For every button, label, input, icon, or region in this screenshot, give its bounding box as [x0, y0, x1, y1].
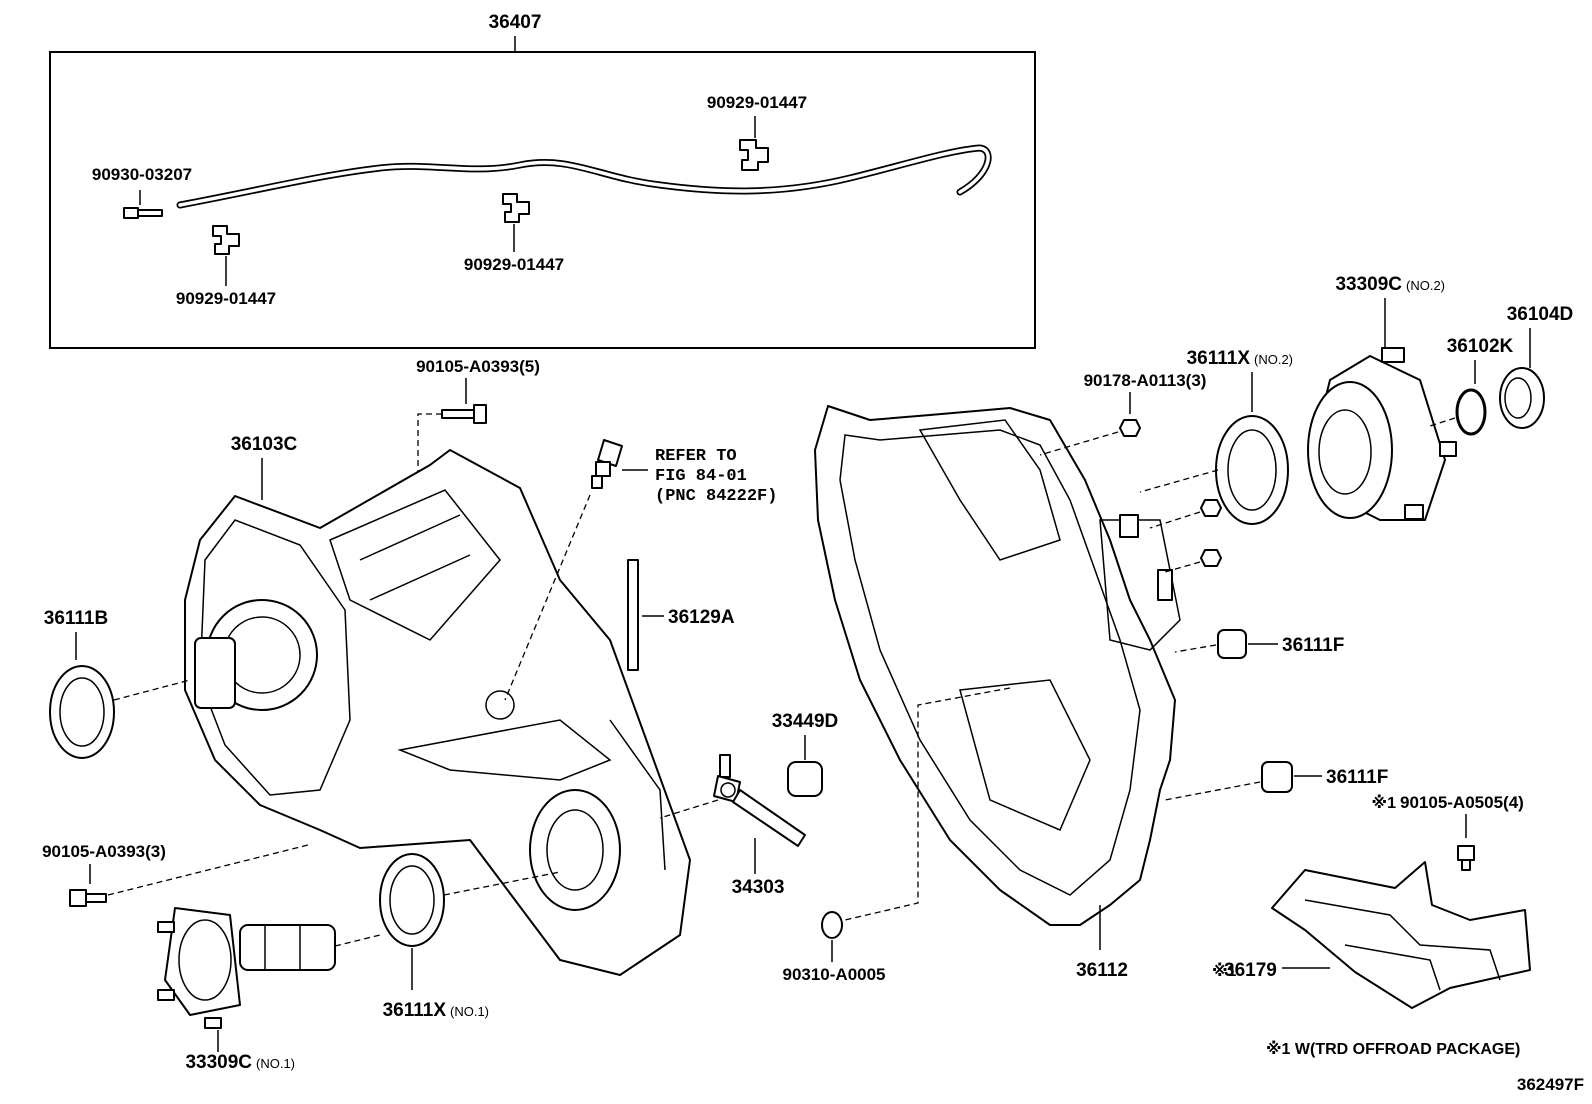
- straight-pin-icon[interactable]: [627, 559, 639, 671]
- hose-clamp-middle-icon[interactable]: [502, 193, 530, 223]
- label-90105-a0505-4[interactable]: 90105-A0505(4): [1400, 793, 1524, 812]
- bearing-36104d-icon[interactable]: [1499, 367, 1545, 429]
- snap-ring-36102k-icon[interactable]: [1455, 388, 1487, 436]
- label-90105-a0505-mark[interactable]: ※1: [1372, 794, 1397, 812]
- oil-seal-36111x-no2-icon[interactable]: [1215, 415, 1289, 525]
- label-36179-mark[interactable]: ※1: [1212, 962, 1237, 980]
- label-36111x-no2[interactable]: 36111X: [1187, 348, 1251, 369]
- label-90930-03207[interactable]: 90930-03207: [92, 165, 192, 184]
- nut-top-icon[interactable]: [1119, 419, 1141, 437]
- bushing-36111f-lower-icon[interactable]: [1261, 761, 1293, 793]
- dash-34303: [659, 799, 719, 819]
- label-90929-01447-middle[interactable]: 90929-01447: [464, 255, 564, 274]
- label-33449d[interactable]: 33449D: [772, 711, 839, 732]
- label-90929-01447-left[interactable]: 90929-01447: [176, 289, 276, 308]
- footnote-trd-offroad: ※1 W(TRD OFFROAD PACKAGE): [1266, 1040, 1520, 1058]
- bolt-left-icon[interactable]: [69, 889, 107, 907]
- label-36111f-upper[interactable]: 36111F: [1282, 635, 1344, 656]
- label-90310-a0005[interactable]: 90310-A0005: [782, 965, 885, 984]
- refer-line-3[interactable]: (PNC 84222F): [655, 487, 777, 506]
- label-90929-01447-right[interactable]: 90929-01447: [707, 93, 807, 112]
- speed-sensor-34303-icon[interactable]: [713, 754, 806, 847]
- transfer-case-front[interactable]: [184, 449, 691, 976]
- companion-flange-no1-icon[interactable]: [157, 907, 336, 1029]
- dash-plug: [844, 687, 1011, 921]
- label-33309c-no2-suffix[interactable]: (NO.2): [1406, 278, 1445, 293]
- skid-plate-bolt-icon[interactable]: [1457, 845, 1475, 871]
- label-33309c-no2[interactable]: 33309C: [1335, 274, 1402, 295]
- oil-seal-36111b-icon[interactable]: [49, 665, 115, 759]
- bushing-36111f-upper-icon[interactable]: [1217, 629, 1247, 659]
- dash-36111f-upper: [1174, 644, 1217, 653]
- label-36407[interactable]: 36407: [489, 12, 542, 33]
- dash-36111x-no2: [1139, 469, 1219, 493]
- label-36111x-no1[interactable]: 36111X: [383, 1000, 447, 1021]
- label-34303[interactable]: 34303: [732, 877, 785, 898]
- label-36102k[interactable]: 36102K: [1447, 336, 1514, 357]
- label-36129a[interactable]: 36129A: [668, 607, 735, 628]
- label-36103c[interactable]: 36103C: [231, 434, 298, 455]
- label-36111b[interactable]: 36111B: [44, 608, 108, 629]
- speed-sensor-ref-icon[interactable]: [591, 439, 623, 489]
- dash-36102k: [1429, 417, 1456, 427]
- oil-seal-36111x-no1-icon[interactable]: [379, 853, 445, 947]
- refer-line-1[interactable]: REFER TO: [655, 447, 737, 466]
- dash-nut-middle: [1149, 511, 1201, 529]
- dash-36111b: [113, 679, 191, 701]
- label-36104d[interactable]: 36104D: [1507, 304, 1574, 325]
- label-90105-a0393-5[interactable]: 90105-A0393(5): [416, 357, 540, 376]
- label-90178-a0113-3[interactable]: 90178-A0113(3): [1084, 371, 1207, 390]
- label-90105-a0393-3[interactable]: 90105-A0393(3): [42, 842, 166, 861]
- label-33309c-no1[interactable]: 33309C: [185, 1052, 252, 1073]
- sensor-sleeve-33449d-icon[interactable]: [787, 761, 823, 797]
- companion-flange-no2-icon[interactable]: [1307, 347, 1457, 521]
- label-36111f-lower[interactable]: 36111F: [1326, 767, 1388, 788]
- nut-bottom-icon[interactable]: [1200, 549, 1222, 567]
- breather-hose-outline: [176, 144, 992, 209]
- label-36179[interactable]: 36179: [1224, 960, 1277, 981]
- nut-middle-icon[interactable]: [1200, 499, 1222, 517]
- label-36111x-no1-suffix[interactable]: (NO.1): [450, 1004, 489, 1019]
- hose-clamp-left-icon[interactable]: [212, 225, 240, 255]
- label-36112[interactable]: 36112: [1076, 960, 1128, 981]
- label-33309c-no1-suffix[interactable]: (NO.1): [256, 1056, 295, 1071]
- dash-sensor: [504, 494, 591, 701]
- skid-plate-36179-icon[interactable]: [1271, 861, 1531, 1009]
- diagram-id: 362497F: [1517, 1075, 1584, 1094]
- plug-90310-icon[interactable]: [821, 911, 843, 939]
- refer-line-2[interactable]: FIG 84-01: [655, 467, 747, 486]
- bolt-top-icon[interactable]: [441, 404, 487, 424]
- hose-clamp-right-icon[interactable]: [739, 139, 769, 171]
- dash-flange-no1: [334, 934, 381, 947]
- hose-assembly-group: 36407 90930-03207 90929-01447 90929-0144…: [49, 12, 1036, 349]
- dash-nut-bottom: [1164, 561, 1201, 573]
- hose-assembly-box: [49, 51, 1036, 349]
- transfer-case-rear[interactable]: [814, 405, 1181, 926]
- dash-bolt-left: [107, 844, 309, 896]
- breather-hose[interactable]: [178, 146, 990, 207]
- union-bolt-icon[interactable]: [123, 207, 163, 219]
- dash-36111f-lower: [1164, 781, 1261, 801]
- label-36111x-no2-suffix[interactable]: (NO.2): [1254, 352, 1293, 367]
- dash-nut-top: [1039, 431, 1119, 456]
